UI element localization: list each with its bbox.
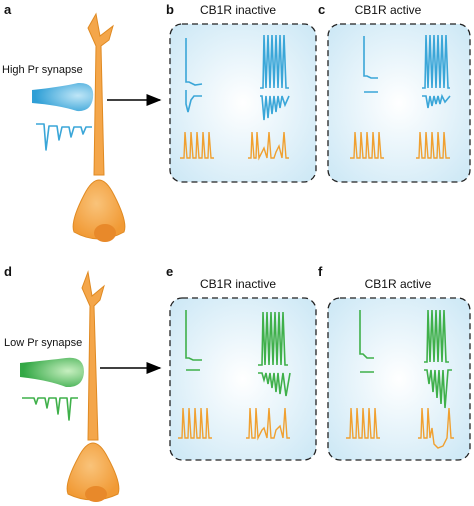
trace-c-orange-1 [350,131,384,159]
synapse-trace-low-pr [22,397,78,421]
trace-f-green-single [359,310,374,373]
synapse-label-high-pr: High Pr synapse [2,64,83,76]
box-c [327,23,471,183]
box-title-b: CB1R inactive [200,3,276,17]
box-title-f: CB1R active [365,277,432,291]
trace-e-orange-1 [178,407,212,439]
panel-letter-f: f [318,264,323,279]
trace-b-orange-2 [248,131,289,161]
synapse-terminal-low-pr [20,357,84,388]
trace-f-orange-2 [418,407,454,449]
trace-c-blue-single [363,36,378,93]
trace-f-orange-1 [346,407,380,439]
synapse-trace-high-pr [36,123,92,151]
trace-b-blue-single [185,38,203,113]
panel-letter-a: a [4,2,12,17]
trace-c-orange-2 [416,131,450,159]
nucleus-d [85,486,107,502]
row-bottom: d e f CB1R inactive CB1R active Low Pr s… [4,264,471,502]
box-title-e: CB1R inactive [200,277,276,291]
neuron-a [72,12,126,242]
trace-b-blue-train [260,34,290,121]
trace-f-green-train [424,309,452,409]
trace-e-orange-2 [246,407,290,441]
panel-letter-c: c [318,2,325,17]
neuron-d [66,270,120,502]
panel-letter-d: d [4,264,12,279]
trace-e-green-train [258,311,291,397]
box-b [169,23,317,183]
row-top: a b c CB1R inactive CB1R active High Pr … [2,2,471,242]
trace-c-blue-train [422,34,451,109]
panel-letter-e: e [166,264,173,279]
panel-letter-b: b [166,2,174,17]
nucleus-a [94,224,116,242]
synapse-terminal-high-pr [32,82,94,112]
trace-e-green-single [185,310,202,371]
box-e [169,297,317,461]
box-title-c: CB1R active [355,3,422,17]
box-f [327,297,471,461]
trace-b-orange-1 [180,131,214,159]
synapse-label-low-pr: Low Pr synapse [4,337,82,349]
